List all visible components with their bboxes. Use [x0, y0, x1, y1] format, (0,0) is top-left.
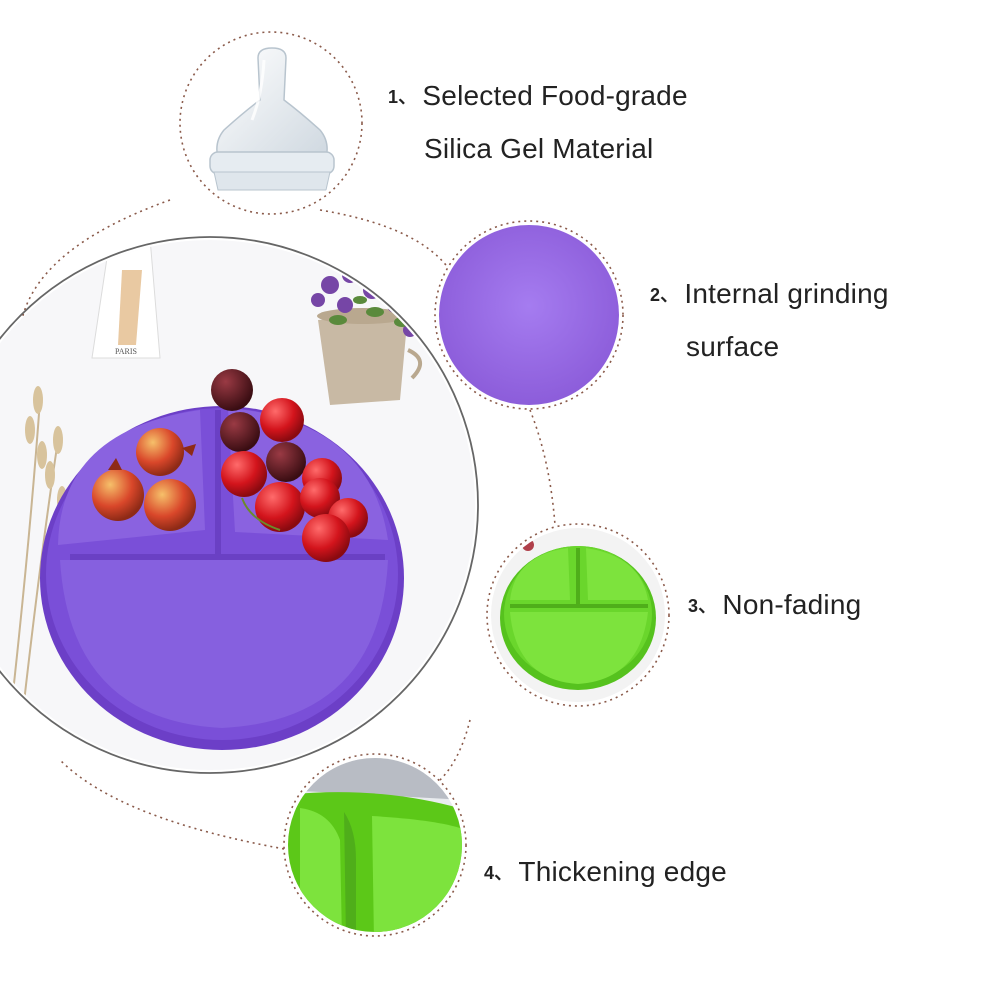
cherries [211, 369, 368, 562]
purple-plate [40, 406, 404, 750]
feature-4-text: 4、Thickening edge [484, 846, 727, 899]
detail-circle-purple-surface [434, 220, 624, 410]
paris-box-label: PARIS [115, 347, 137, 356]
main-plate-image: PARIS [0, 236, 479, 774]
feature-1-number: 1、 [388, 87, 417, 107]
purple-surface-swatch [439, 225, 619, 405]
feature-2-line-1: Internal grinding [684, 278, 889, 309]
feature-2-line-2: surface [686, 331, 780, 362]
feature-4-number: 4、 [484, 863, 513, 883]
feature-2-number: 2、 [650, 285, 679, 305]
feature-1-line-2: Silica Gel Material [424, 133, 654, 164]
nipple-icon [216, 47, 328, 159]
feature-4-line-1: Thickening edge [518, 856, 727, 887]
pomegranates [92, 428, 196, 531]
feature-3-line-1: Non-fading [722, 589, 862, 620]
paris-box: PARIS [91, 240, 161, 359]
feature-3-text: 3、Non-fading [688, 579, 861, 632]
feature-3-number: 3、 [688, 596, 717, 616]
feature-2-text: 2、Internal grinding surface [650, 268, 889, 373]
dotted-connectors [19, 199, 556, 851]
feature-1-line-1: Selected Food-grade [422, 80, 688, 111]
detail-circle-green-plate [486, 523, 670, 707]
feature-1-text: 1、Selected Food-grade Silica Gel Materia… [388, 70, 688, 175]
detail-circle-nipple [179, 31, 363, 215]
detail-circle-green-edge [283, 753, 467, 937]
